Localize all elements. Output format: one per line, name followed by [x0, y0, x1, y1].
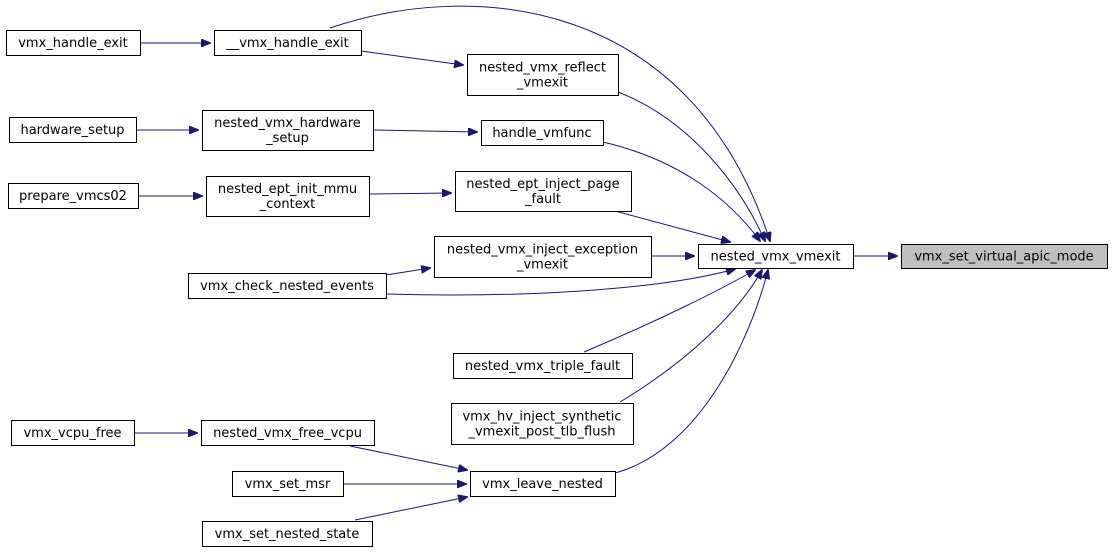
node-vmx_handle_exit[interactable]: vmx_handle_exit — [6, 30, 141, 56]
node-box — [455, 171, 632, 212]
node-box — [206, 176, 370, 217]
node-box — [8, 183, 139, 209]
node-label: nested_vmx_vmexit — [711, 250, 841, 265]
node-nested_ept_inject_page_fault[interactable]: nested_ept_inject_page_fault — [455, 171, 632, 212]
node-box — [901, 244, 1108, 269]
node-label: prepare_vmcs02 — [19, 189, 127, 204]
node-nested_ept_init_mmu_context[interactable]: nested_ept_init_mmu_context — [206, 176, 370, 217]
node-box — [11, 420, 135, 446]
node-box — [214, 30, 362, 56]
node-vmx_vcpu_free[interactable]: vmx_vcpu_free — [11, 420, 135, 446]
node-nested_vmx_free_vcpu[interactable]: nested_vmx_free_vcpu — [201, 420, 375, 446]
edge-vmx_leave_nested-to-nested_vmx_vmexit — [614, 270, 768, 474]
node-vmx_check_nested_events[interactable]: vmx_check_nested_events — [188, 273, 387, 299]
node-box — [467, 54, 619, 96]
node-nested_vmx_inject_exception_vmexit[interactable]: nested_vmx_inject_exception_vmexit — [434, 236, 652, 278]
node-hardware_setup[interactable]: hardware_setup — [9, 117, 137, 143]
node-box — [6, 30, 141, 56]
node-box — [9, 117, 137, 143]
nodes-layer: vmx_set_virtual_apic_mode nested_vmx_vmex… — [6, 30, 1108, 547]
node-box — [188, 273, 387, 299]
node-box — [453, 353, 633, 379]
edge-__vmx_handle_exit-to-nested_vmx_vmexit — [329, 5, 770, 241]
edge-vmx_check_nested_events-to-nested_vmx_inject_exception_vmexit — [385, 268, 430, 276]
node-label: vmx_handle_exit — [18, 36, 128, 51]
node-label: _context — [259, 197, 316, 212]
node-nested_vmx_triple_fault[interactable]: nested_vmx_triple_fault — [453, 353, 633, 379]
node-vmx_hv_inject[interactable]: vmx_hv_inject_synthetic_vmexit_post_tlb_… — [451, 403, 634, 445]
node-nested_vmx_reflect_vmexit[interactable]: nested_vmx_reflect_vmexit — [467, 54, 619, 96]
edge-vmx_set_nested_state-to-vmx_leave_nested — [354, 497, 467, 521]
node-label: _vmexit — [516, 258, 568, 273]
node-box — [698, 244, 854, 269]
edge-vmx_hv_inject-to-nested_vmx_vmexit — [619, 270, 762, 403]
node-label: nested_vmx_inject_exception — [447, 243, 638, 258]
node-vmx_set_msr[interactable]: vmx_set_msr — [232, 471, 344, 497]
node-label: handle_vmfunc — [492, 126, 591, 141]
node-prepare_vmcs02[interactable]: prepare_vmcs02 — [8, 183, 139, 209]
node-label: _vmexit_post_tlb_flush — [467, 425, 615, 440]
edge-vmx_check_nested_events-to-nested_vmx_vmexit — [385, 269, 735, 296]
node-label: vmx_set_nested_state — [215, 527, 360, 542]
node-label: vmx_set_virtual_apic_mode — [914, 250, 1093, 265]
node-box — [202, 110, 374, 151]
node-box — [451, 403, 634, 445]
node-label: vmx_check_nested_events — [200, 279, 374, 294]
edge-nested_vmx_reflect_vmexit-to-nested_vmx_vmexit — [617, 91, 765, 241]
node-label: nested_ept_inject_page — [466, 177, 619, 192]
node-label: vmx_vcpu_free — [23, 426, 121, 441]
node-vmx_set_nested_state[interactable]: vmx_set_nested_state — [202, 521, 373, 547]
node-root[interactable]: vmx_set_virtual_apic_mode — [901, 244, 1108, 269]
node-label: nested_vmx_free_vcpu — [213, 426, 362, 441]
node-__vmx_handle_exit[interactable]: __vmx_handle_exit — [214, 30, 362, 56]
node-label: _fault — [524, 192, 561, 207]
node-label: nested_vmx_triple_fault — [465, 359, 620, 374]
edge-nested_ept_init_mmu_context-to-nested_ept_inject_page_fault — [368, 193, 451, 194]
node-box — [434, 236, 652, 278]
edge-nested_vmx_hardware_setup-to-handle_vmfunc — [372, 130, 477, 132]
edge-nested_vmx_free_vcpu-to-vmx_leave_nested — [349, 445, 467, 470]
node-vmx_leave_nested[interactable]: vmx_leave_nested — [470, 471, 616, 497]
node-label: vmx_leave_nested — [482, 477, 603, 492]
node-box — [202, 521, 373, 547]
node-label: hardware_setup — [20, 123, 124, 138]
edge-nested_vmx_triple_fault-to-nested_vmx_vmexit — [583, 270, 755, 353]
node-handle_vmfunc[interactable]: handle_vmfunc — [481, 120, 604, 146]
node-label: nested_vmx_reflect — [479, 61, 606, 76]
edge-handle_vmfunc-to-nested_vmx_vmexit — [602, 141, 760, 241]
edge-__vmx_handle_exit-to-nested_vmx_reflect_vmexit — [360, 50, 463, 65]
node-label: _setup — [265, 131, 309, 146]
node-label: nested_vmx_hardware — [214, 116, 361, 131]
node-label: vmx_set_msr — [245, 477, 331, 492]
edges-layer — [135, 5, 897, 521]
node-label: vmx_hv_inject_synthetic — [462, 410, 621, 425]
node-box — [470, 471, 616, 497]
node-box — [481, 120, 604, 146]
node-nested_vmx_hardware_setup[interactable]: nested_vmx_hardware_setup — [202, 110, 374, 151]
node-nested_vmx_vmexit[interactable]: nested_vmx_vmexit — [698, 244, 854, 269]
node-label: _vmexit — [516, 76, 568, 91]
node-box — [201, 420, 375, 446]
node-box — [232, 471, 344, 497]
node-label: nested_ept_init_mmu — [218, 182, 357, 197]
edge-nested_ept_inject_page_fault-to-nested_vmx_vmexit — [614, 210, 730, 242]
node-label: __vmx_handle_exit — [225, 36, 349, 51]
